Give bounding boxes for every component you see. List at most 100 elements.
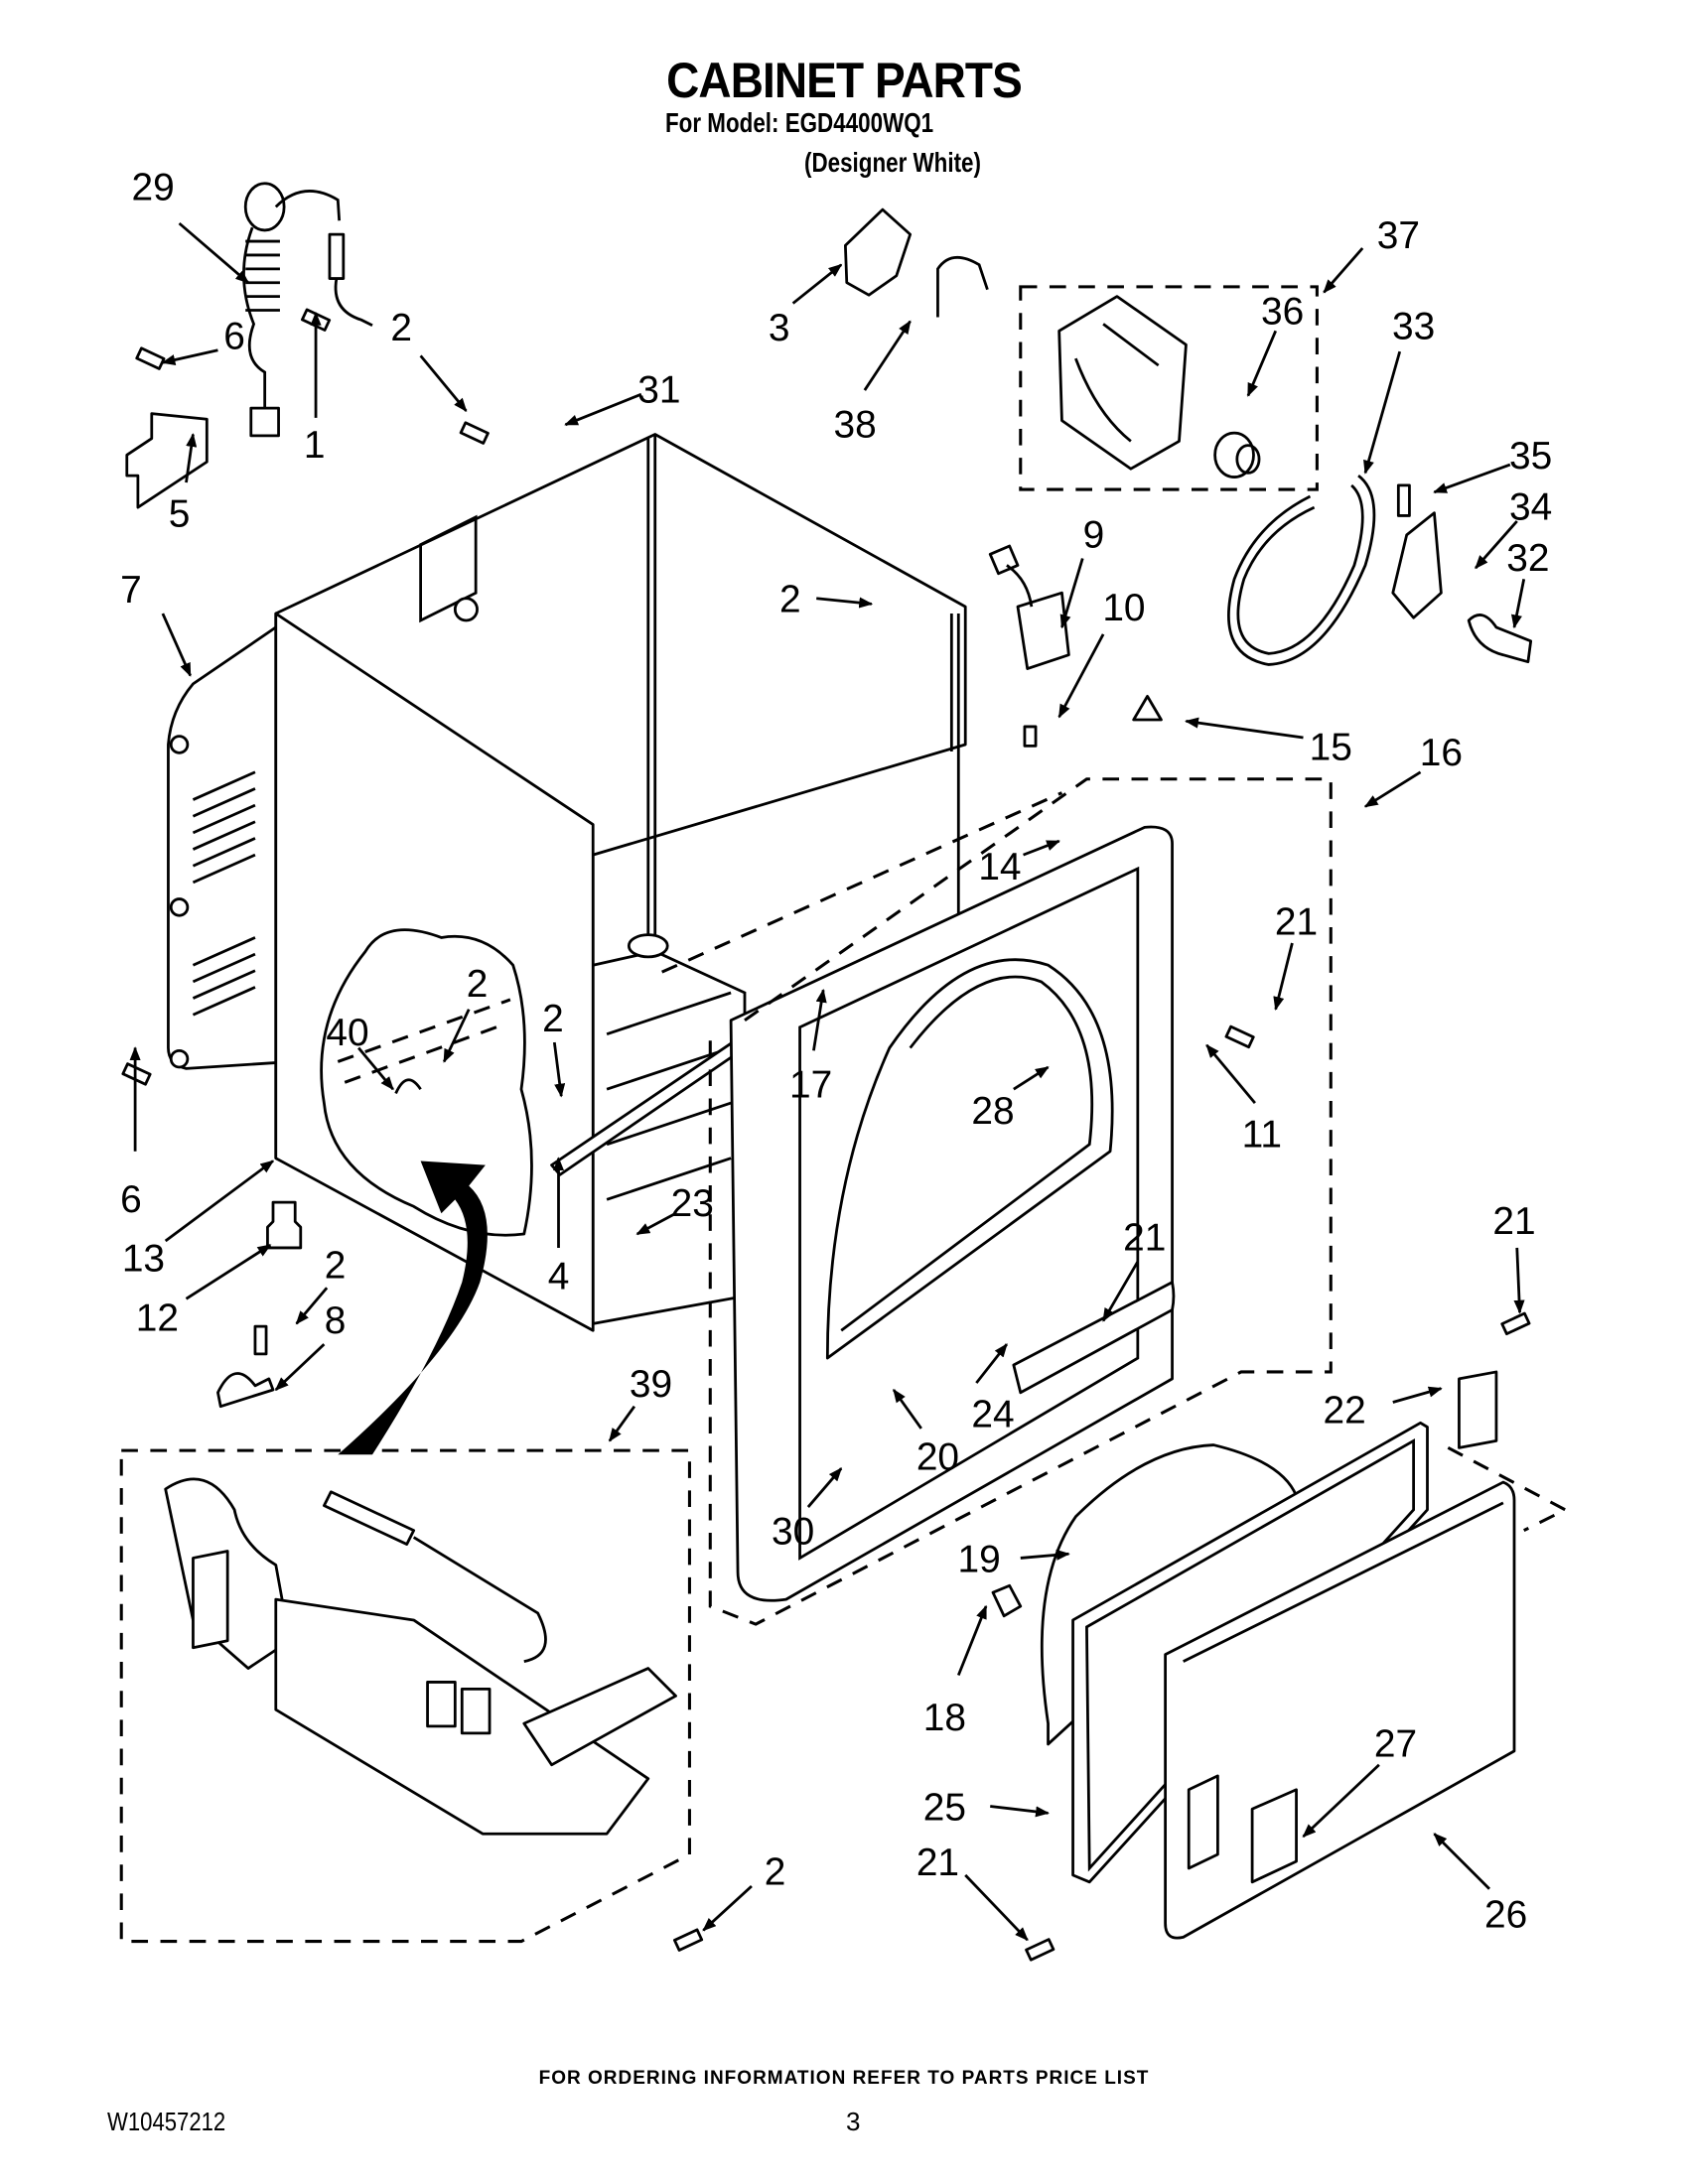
callout-33: 33 <box>1363 306 1435 475</box>
clamp-40-drawing <box>394 1078 422 1094</box>
clamp-8-drawing <box>216 1372 275 1409</box>
callout-7: 7 <box>120 569 192 677</box>
callout-label: 21 <box>1492 1200 1535 1243</box>
model-line: For Model: EGD4400WQ1 <box>665 107 934 138</box>
door-switch-9-drawing <box>1016 591 1070 670</box>
callout-arrow <box>185 433 198 483</box>
strike-18-drawing <box>991 1583 1023 1618</box>
callout-arrow <box>791 263 843 305</box>
callout-label: 36 <box>1261 290 1304 333</box>
callout-label: 15 <box>1310 726 1352 768</box>
hinge-22-drawing <box>1458 1370 1498 1449</box>
callout-label: 25 <box>923 1786 966 1829</box>
callout-4: 4 <box>548 1157 570 1298</box>
callout-14: 14 <box>978 839 1060 888</box>
callout-label: 18 <box>923 1697 966 1739</box>
callout-label: 27 <box>1374 1722 1417 1765</box>
callout-arrow <box>1475 520 1518 570</box>
callout-arrow <box>806 1467 843 1508</box>
callout-arrow <box>161 613 192 677</box>
brackets-3-38-drawing <box>844 207 989 318</box>
callout-arrow <box>892 1388 922 1430</box>
bracket-34-drawing <box>1391 511 1443 619</box>
callout-label: 1 <box>304 424 326 467</box>
callout-arrow <box>1020 1549 1070 1561</box>
bracket-5-drawing <box>125 412 209 509</box>
callout-arrow <box>552 1041 566 1098</box>
callout-16: 16 <box>1363 732 1463 808</box>
callout-arrow <box>1433 463 1511 494</box>
callout-arrow <box>1023 839 1060 857</box>
callout-label: 5 <box>169 493 191 536</box>
leveling-leg-drawing <box>266 1200 303 1250</box>
page-title: CABINET PARTS <box>666 53 1023 108</box>
callout-37: 37 <box>1323 214 1420 294</box>
callout-label: 7 <box>120 569 142 612</box>
callout-label: 23 <box>671 1182 714 1225</box>
document-number: W10457212 <box>107 2107 226 2136</box>
power-cord-drawing <box>242 182 373 438</box>
callout-38: 38 <box>833 320 912 446</box>
callout-arrow <box>1363 350 1402 475</box>
callout-label: 22 <box>1324 1389 1366 1432</box>
callout-11: 11 <box>1205 1043 1282 1157</box>
callout-2: 2 <box>702 1851 785 1932</box>
callout-21: 21 <box>1492 1200 1536 1314</box>
callout-9: 9 <box>1059 513 1105 629</box>
callout-26: 26 <box>1433 1833 1527 1937</box>
callout-35: 35 <box>1433 435 1552 494</box>
gas-valve-group-39-box <box>119 1448 691 1944</box>
callout-arrow <box>816 597 874 609</box>
callout-label: 19 <box>957 1538 1000 1580</box>
switch-wire <box>1006 564 1034 608</box>
front-panel-top-dash <box>661 791 1063 974</box>
callout-label: 2 <box>390 307 412 349</box>
callout-arrow <box>164 1160 275 1243</box>
callout-label: 32 <box>1506 537 1549 580</box>
callout-arrow <box>1273 942 1294 1012</box>
cutaway-hidden-lines <box>337 998 511 1084</box>
callout-6: 6 <box>120 1046 142 1221</box>
callout-label: 31 <box>637 369 680 412</box>
callout-arrow <box>1433 1833 1490 1890</box>
callout-1: 1 <box>304 311 326 467</box>
callout-label: 37 <box>1377 214 1420 257</box>
callout-40: 40 <box>326 1012 394 1091</box>
callout-31: 31 <box>564 369 681 427</box>
callout-2: 2 <box>295 1245 347 1325</box>
callout-arrow <box>964 1873 1029 1942</box>
page-number: 3 <box>846 2107 861 2136</box>
callout-20: 20 <box>892 1388 959 1479</box>
callout-label: 40 <box>326 1012 368 1054</box>
callout-arrow <box>608 1405 636 1442</box>
callout-3: 3 <box>769 263 843 349</box>
callout-label: 28 <box>971 1090 1014 1133</box>
callout-arrow <box>1185 717 1304 740</box>
callout-label: 6 <box>223 315 245 357</box>
callout-10: 10 <box>1057 587 1146 719</box>
callout-27: 27 <box>1302 1722 1417 1839</box>
rear-panel-louvers <box>169 735 256 1069</box>
callout-arrow <box>1059 558 1084 629</box>
callout-36: 36 <box>1246 290 1304 397</box>
callout-label: 16 <box>1420 732 1463 774</box>
callout-2: 2 <box>390 307 468 412</box>
callout-label: 4 <box>548 1256 570 1298</box>
callout-label: 2 <box>542 998 564 1040</box>
callout-arrow <box>274 1343 326 1392</box>
callout-arrow <box>1511 579 1526 629</box>
callout-label: 3 <box>769 307 790 349</box>
callout-32: 32 <box>1506 537 1550 629</box>
callout-arrow <box>1205 1043 1256 1105</box>
drive-belt-drawing <box>1227 475 1376 666</box>
callout-5: 5 <box>169 433 198 536</box>
callout-arrow <box>1101 1261 1140 1322</box>
callout-label: 21 <box>1123 1217 1166 1260</box>
callout-label: 2 <box>325 1245 347 1288</box>
callout-arrow <box>812 988 827 1051</box>
callout-2: 2 <box>779 579 874 621</box>
callout-label: 34 <box>1509 486 1552 529</box>
callout-arrow <box>185 1243 272 1300</box>
callout-label: 24 <box>971 1394 1014 1436</box>
callout-label: 9 <box>1083 513 1105 556</box>
